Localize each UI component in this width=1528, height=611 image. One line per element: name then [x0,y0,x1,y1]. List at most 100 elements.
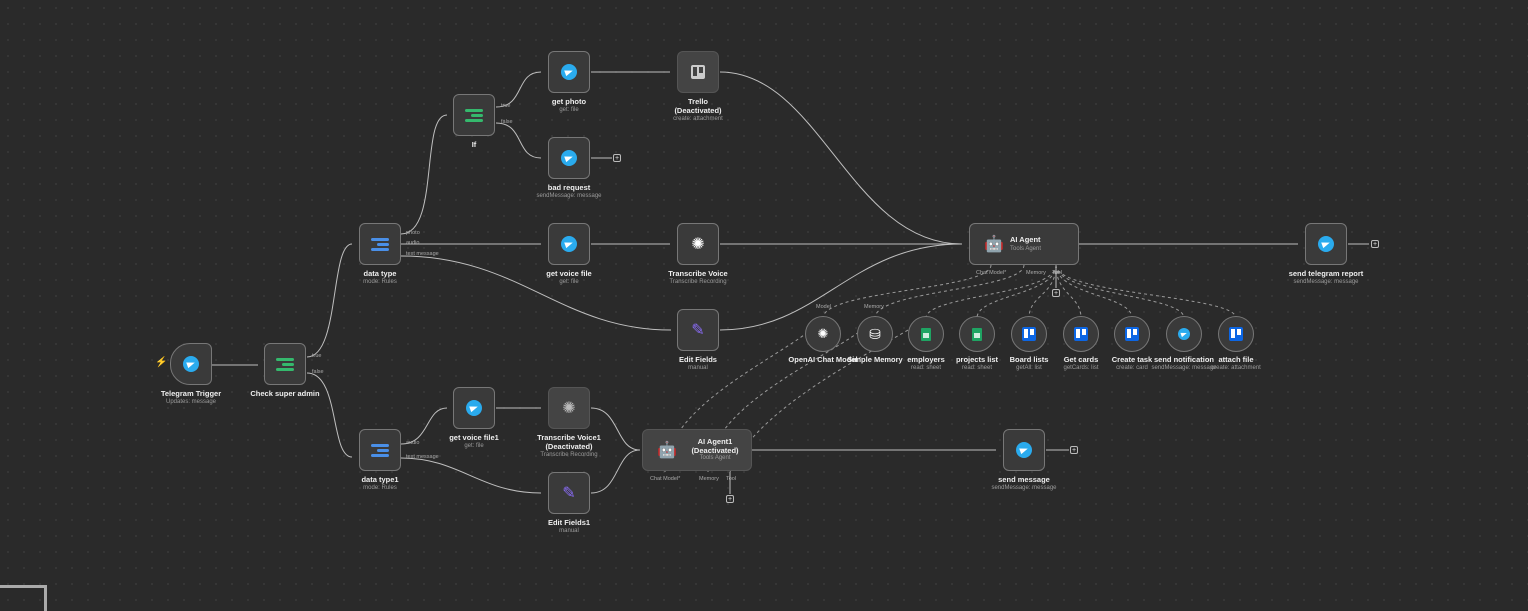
get-voice-file1-label: get voice file1 [449,433,499,442]
send-telegram-report-node[interactable] [1305,223,1347,265]
get-cards-sub: getCards: list [1063,365,1099,371]
sheets-icon [921,327,931,341]
add-node-button[interactable]: + [613,154,621,162]
attach-file-label: attach file [1218,355,1254,364]
data-type1-node[interactable] [359,429,401,471]
add-tool-button[interactable]: + [726,495,734,503]
telegram-trigger-node[interactable] [170,343,212,385]
edit-fields-label: Edit Fields [679,355,717,364]
send-telegram-report-label: send telegram report [1288,269,1364,278]
openai-icon: ✺ [691,236,705,253]
port-photo: photo [406,230,420,236]
trello-node[interactable] [677,51,719,93]
telegram-icon [1016,442,1032,458]
get-cards-label: Get cards [1063,355,1099,364]
port-chat-model: Chat Model* [650,476,681,482]
send-notification-sub: sendMessage: message [1151,365,1217,371]
send-message-node[interactable] [1003,429,1045,471]
port-audio: audio [406,240,420,246]
get-photo-node[interactable] [548,51,590,93]
simple-memory-node[interactable]: ⛁ [857,316,893,352]
get-photo-label: get photo [551,97,587,106]
if-node[interactable] [453,94,495,136]
ai-agent-sub: Tools Agent [1010,246,1042,252]
robot-icon: 🤖 [657,442,677,459]
port-memory: Memory [864,304,884,310]
board-lists-node[interactable] [1011,316,1047,352]
trello-sub: create: attachment [673,116,723,122]
add-node-button[interactable]: + [1371,240,1379,248]
board-lists-sub: getAll: list [1016,365,1042,371]
telegram-icon [561,150,577,166]
edit-fields1-node[interactable]: ✎ [548,472,590,514]
send-message-sub: sendMessage: message [991,485,1057,491]
check-super-admin-node[interactable] [264,343,306,385]
telegram-icon [183,356,199,372]
port-false: false [312,369,324,375]
transcribe-voice-node[interactable]: ✺ [677,223,719,265]
sheets-icon [972,327,982,341]
get-voice-file1-node[interactable] [453,387,495,429]
transcribe-voice1-label: Transcribe Voice1 [537,433,601,442]
ai-agent1-sub: Tools Agent [699,455,731,461]
get-photo-sub: get: file [559,107,579,113]
add-node-button[interactable]: + [1070,446,1078,454]
transcribe-voice1-node[interactable]: ✺ [548,387,590,429]
create-task-sub: create: card [1116,365,1148,371]
trello-label: Trello [687,97,708,106]
employers-node[interactable] [908,316,944,352]
bad-request-label: bad request [547,183,591,192]
data-type1-label: data type1 [361,475,399,484]
port-text-message: text message [406,251,439,257]
edit-fields-node[interactable]: ✎ [677,309,719,351]
telegram-trigger-label: Telegram Trigger [160,389,222,398]
get-voice-file-node[interactable] [548,223,590,265]
telegram-icon [1318,236,1334,252]
projects-list-node[interactable] [959,316,995,352]
transcribe-voice-sub: Transcribe Recording [669,279,727,285]
send-message-label: send message [998,475,1050,484]
add-tool-button[interactable]: + [1052,289,1060,297]
send-telegram-report-sub: sendMessage: message [1293,279,1359,285]
openai-icon: ✺ [817,326,829,341]
telegram-icon [1178,328,1190,340]
switch-icon [371,443,389,457]
ai-agent1-node[interactable]: 🤖 AI Agent1 (Deactivated) Tools Agent [642,429,752,471]
switch-icon [371,237,389,251]
data-type1-sub: mode: Rules [363,485,397,491]
trello-icon [691,65,705,79]
ai-agent-node[interactable]: 🤖 AI Agent Tools Agent [969,223,1079,265]
transcribe-voice1-sub: Transcribe Recording [540,452,598,458]
openai-chat-model-node[interactable]: ✺ [805,316,841,352]
trello-deactivated-label: (Deactivated) [674,106,722,115]
telegram-icon [561,64,577,80]
projects-list-sub: read: sheet [961,365,993,371]
send-notification-label: send notification [1154,355,1214,364]
data-type-node[interactable] [359,223,401,265]
get-cards-node[interactable] [1063,316,1099,352]
port-true: true [312,353,322,359]
if-label: If [471,140,477,149]
robot-icon: 🤖 [984,236,1004,253]
create-task-node[interactable] [1114,316,1150,352]
trello-icon [1229,327,1243,341]
employers-label: employers [907,355,945,364]
get-voice-file-label: get voice file [546,269,592,278]
data-type-sub: mode: Rules [363,279,397,285]
port-model: Model [816,304,831,310]
edit-fields1-label: Edit Fields1 [547,518,591,527]
ai-agent1-label: AI Agent1 [697,437,733,446]
attach-file-node[interactable] [1218,316,1254,352]
trigger-bolt-icon: ⚡ [155,357,168,368]
trello-icon [1022,327,1036,341]
ai-agent1-deactivated-label: (Deactivated) [691,446,739,455]
minimap-corner[interactable] [0,585,47,611]
port-tool: Tool [1052,270,1063,276]
projects-list-label: projects list [955,355,999,364]
get-voice-file1-sub: get: file [464,443,484,449]
trello-icon [1074,327,1088,341]
send-notification-node[interactable] [1166,316,1202,352]
bad-request-node[interactable] [548,137,590,179]
if-icon [465,108,483,122]
